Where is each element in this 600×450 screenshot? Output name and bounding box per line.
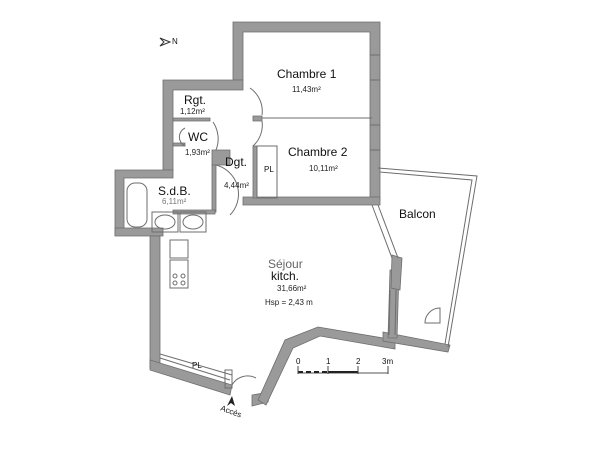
room-area-wc: 1,93m² — [185, 148, 210, 157]
room-name-rgt: Rgt. — [184, 93, 207, 107]
room-area-sejour: 31,66m² — [277, 284, 307, 293]
north-arrow-icon — [159, 37, 172, 47]
room-area-dgt: 4,44m² — [224, 181, 249, 190]
room-area-rgt: 1,12m² — [180, 107, 205, 116]
room-name-chambre2: Chambre 2 — [288, 145, 348, 159]
walls — [114, 21, 451, 407]
room-name-sdb: S.d.B. — [158, 184, 191, 198]
scale-bar — [297, 366, 389, 374]
scale-tick-0: 0 — [296, 357, 301, 366]
scale-tick-2: 2 — [356, 357, 361, 366]
room-area-chambre2: 10,11m² — [309, 164, 338, 173]
room-area-sdb: 6,11m² — [162, 197, 187, 206]
doors — [212, 87, 263, 386]
scale-tick-1: 1 — [326, 357, 331, 366]
room-name-dgt: Dgt. — [225, 155, 248, 169]
north-label: N — [172, 37, 178, 46]
closet-label: PL — [192, 361, 202, 370]
room-name-kitchen: kitch. — [271, 269, 300, 283]
room-name-balcon: Balcon — [399, 207, 436, 221]
room-name-sejour: Séjour — [268, 257, 303, 271]
closet-label: PL — [264, 165, 274, 174]
room-area-chambre1: 11,43m² — [292, 85, 321, 94]
fixtures — [126, 127, 441, 389]
scale-tick-3: 3m — [382, 357, 394, 366]
ceiling-height: Hsp = 2,43 m — [265, 298, 313, 307]
room-name-wc: WC — [188, 130, 208, 144]
entrance-arrow-icon — [227, 396, 235, 406]
balcony-outline — [370, 54, 478, 348]
room-name-chambre1: Chambre 1 — [277, 67, 337, 81]
